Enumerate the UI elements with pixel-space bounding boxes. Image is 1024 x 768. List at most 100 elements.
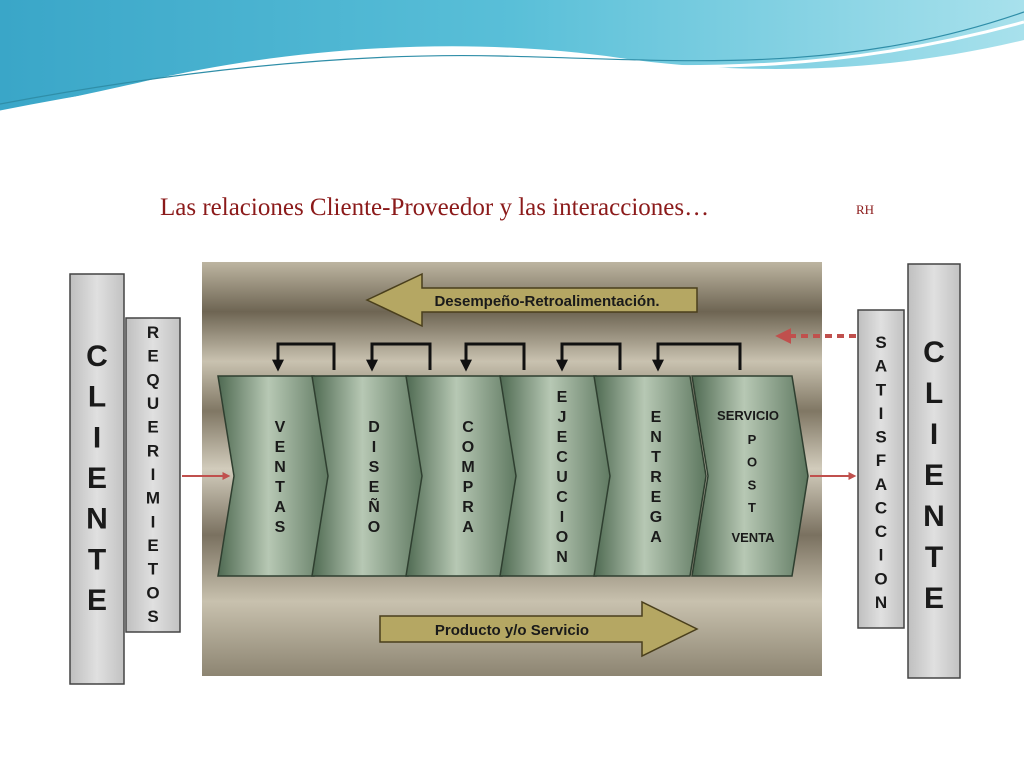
left-client-letter: T	[88, 543, 106, 576]
satisfaction-letter: S	[875, 333, 886, 352]
right-client-letter: I	[930, 418, 938, 451]
left-client-box	[69, 273, 125, 685]
left-client-letter: I	[93, 421, 101, 454]
stage-label-letter: N	[556, 549, 568, 566]
feedback-label: Desempeño-Retroalimentación.	[434, 293, 659, 310]
stage-label-letter: J	[558, 409, 567, 426]
right-client-box	[907, 263, 961, 679]
left-client-letter: C	[86, 340, 108, 373]
stage-label-letter: I	[372, 439, 376, 456]
right-client-letter: C	[923, 336, 945, 369]
stage-label-letter: D	[368, 419, 380, 436]
stage-label-letter: G	[650, 509, 662, 526]
header-wave-decoration	[0, 0, 1024, 114]
product-label: Producto y/o Servicio	[435, 622, 589, 639]
stage-label-letter: E	[557, 429, 568, 446]
slide-tag: RH	[856, 202, 875, 217]
right-client-letter: E	[924, 459, 944, 492]
stage-post-letter: P	[748, 432, 757, 447]
requirements-letter: R	[147, 323, 159, 342]
stage-label-letter: M	[461, 459, 474, 476]
stage-chevron	[405, 375, 519, 577]
stage-chevron	[217, 375, 331, 577]
requirements-letter: U	[147, 394, 159, 413]
left-client-letter: L	[88, 381, 106, 414]
satisfaction-letter: C	[875, 498, 887, 517]
left-client-letter: E	[87, 584, 107, 617]
stage-label-letter: E	[651, 409, 662, 426]
stage-chevron	[311, 375, 425, 577]
stage-label-letter: T	[651, 449, 661, 466]
requirements-letter: T	[148, 560, 159, 579]
stage-label-letter: O	[556, 529, 568, 546]
right-client-letter: N	[923, 500, 945, 533]
slide-title: Las relaciones Cliente-Proveedor y las i…	[160, 194, 710, 221]
stage-label-letter: U	[556, 469, 568, 486]
stage-label-letter: E	[369, 479, 380, 496]
satisfaction-letter: A	[875, 357, 887, 376]
requirements-letter: S	[147, 607, 158, 626]
stage-label-letter: A	[650, 529, 662, 546]
stage-label-letter: E	[275, 439, 286, 456]
stage-servicio-label: SERVICIO	[717, 408, 779, 423]
stage-label-letter: C	[556, 489, 568, 506]
stage-label-letter: S	[369, 459, 380, 476]
satisfaction-letter: I	[879, 404, 884, 423]
stage-label-letter: N	[650, 429, 662, 446]
left-client-letter: N	[86, 503, 108, 536]
stage-label-letter: R	[650, 469, 662, 486]
stage-label-letter: A	[274, 499, 286, 516]
requirements-letter: Q	[146, 370, 159, 389]
stage-post-letter: O	[747, 455, 757, 470]
product-arrow	[379, 600, 699, 658]
satisfaction-letter: A	[875, 475, 887, 494]
requirements-box	[125, 317, 181, 633]
requirements-letter: E	[147, 347, 158, 366]
stage-label-letter: V	[275, 419, 286, 436]
stage-label-letter: E	[651, 489, 662, 506]
satisfaction-box	[857, 309, 905, 629]
requirements-letter: I	[151, 465, 156, 484]
satisfaction-letter: F	[876, 451, 886, 470]
stage-label-letter: N	[274, 459, 286, 476]
satisfaction-letter: N	[875, 593, 887, 612]
stage-label-letter: O	[462, 439, 474, 456]
right-client-letter: E	[924, 582, 944, 615]
stage-label-letter: Ñ	[368, 496, 380, 516]
stage-label-letter: C	[462, 419, 474, 436]
stage-servicio-post-venta	[691, 375, 809, 577]
stage-label-letter: O	[368, 519, 380, 536]
stage-post-letter: S	[748, 477, 757, 492]
right-client-letter: T	[925, 541, 943, 574]
requirements-letter: E	[147, 418, 158, 437]
left-client-letter: E	[87, 462, 107, 495]
stage-label-letter: T	[275, 479, 285, 496]
satisfaction-letter: T	[876, 380, 887, 399]
satisfaction-letter: I	[879, 546, 884, 565]
requirements-letter: I	[151, 512, 156, 531]
satisfaction-letter: C	[875, 522, 887, 541]
stage-post-letter: T	[748, 500, 756, 515]
requirements-letter: E	[147, 536, 158, 555]
stage-venta-label: VENTA	[731, 530, 775, 545]
satisfaction-letter: S	[875, 428, 886, 447]
requirements-letter: R	[147, 441, 159, 460]
satisfaction-letter: O	[874, 569, 887, 588]
requirements-letter: M	[146, 489, 160, 508]
stage-label-letter: A	[462, 519, 474, 536]
feedback-brackets	[272, 342, 742, 372]
stage-label-letter: S	[275, 519, 286, 536]
stage-label-letter: P	[463, 479, 474, 496]
stage-chevron	[593, 375, 707, 577]
stage-label-letter: I	[560, 509, 564, 526]
stage-label-letter: C	[556, 449, 568, 466]
right-client-letter: L	[925, 377, 943, 410]
requirements-letter: O	[146, 583, 159, 602]
